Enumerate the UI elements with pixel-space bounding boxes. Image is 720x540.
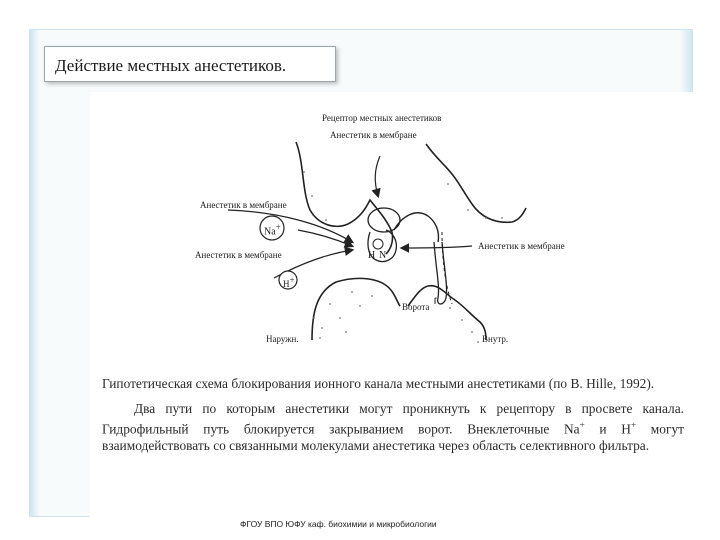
arrow-left-top bbox=[227, 209, 355, 244]
ion-na-circle bbox=[259, 215, 285, 241]
label-inside: Внутр. bbox=[482, 334, 509, 344]
arrow-na bbox=[297, 229, 355, 248]
label-outside: Наружн. bbox=[266, 334, 299, 344]
label-anesthetic-left-top: Анестетик в мембране bbox=[200, 200, 287, 210]
slide-footer: ФГОУ ВПО ЮФУ каф. биохимии и микробиолог… bbox=[240, 519, 437, 529]
drug-ring-top bbox=[367, 207, 401, 233]
channel-lower-left bbox=[311, 277, 401, 341]
drug-body bbox=[367, 229, 398, 263]
caption: Гипотетическая схема блокирования ионног… bbox=[102, 375, 684, 454]
arrow-top bbox=[371, 155, 381, 199]
label-anesthetic-top: Анестетик в мембране bbox=[330, 130, 417, 140]
channel-upper-inner bbox=[393, 212, 440, 243]
drug-charge-circle bbox=[372, 238, 384, 250]
slide-frame: Действие местных анестетиков. bbox=[29, 29, 694, 536]
arrow-right bbox=[399, 243, 473, 253]
title-box: Действие местных анестетиков. bbox=[44, 46, 336, 82]
caption-line1: Гипотетическая схема блокирования ионног… bbox=[102, 376, 655, 391]
label-drug-h: H bbox=[368, 250, 376, 261]
label-gate: Ворота bbox=[402, 302, 430, 312]
channel-diagram bbox=[227, 141, 527, 343]
slide-content: Рецептор местных анестетиков Анестетик в… bbox=[90, 92, 694, 536]
slide-title: Действие местных анестетиков. bbox=[55, 56, 287, 75]
label-ion-h: H+ bbox=[283, 275, 295, 289]
label-anesthetic-left-bottom: Анестетик в мембране bbox=[195, 250, 282, 260]
channel-lower-right bbox=[407, 284, 487, 341]
gate-shape bbox=[433, 241, 448, 305]
label-anesthetic-right: Анестетик в мембране bbox=[478, 241, 565, 251]
gate-dashed-path bbox=[441, 231, 453, 305]
label-ion-na: Na+ bbox=[264, 222, 281, 238]
label-receptor: Рецептор местных анестетиков bbox=[322, 113, 442, 123]
caption-paragraph: Два пути по которым анестетики могут про… bbox=[102, 401, 684, 454]
channel-upper-right bbox=[425, 143, 527, 224]
label-drug-n: N bbox=[379, 250, 387, 261]
membrane-stipple bbox=[303, 171, 503, 343]
ion-h-circle bbox=[278, 270, 298, 290]
